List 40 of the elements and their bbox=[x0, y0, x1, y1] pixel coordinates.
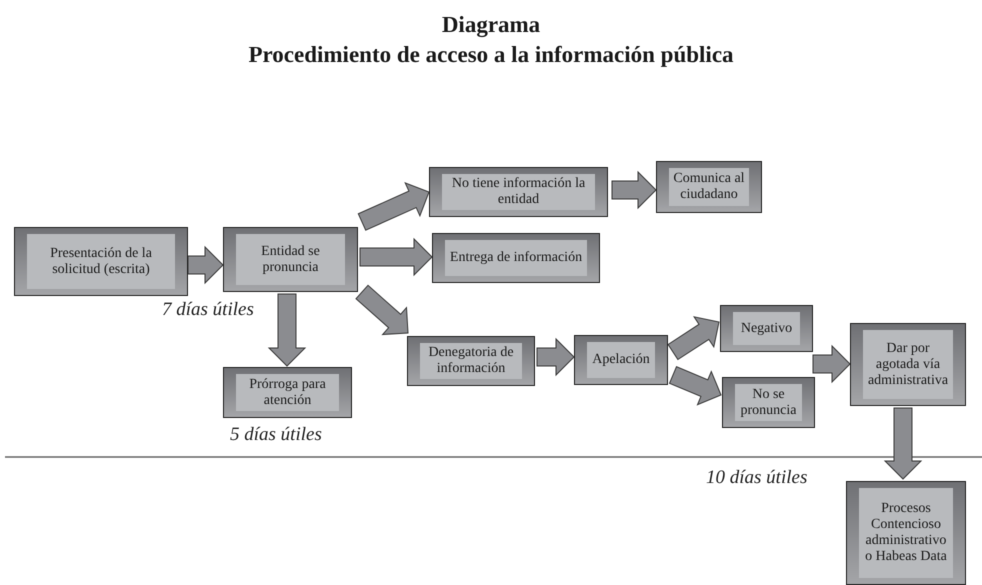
box-label: Prórroga para atención bbox=[248, 376, 327, 408]
block-arrow bbox=[536, 338, 575, 376]
diagram-title: Diagrama bbox=[440, 12, 542, 38]
box-label: Procesos Contencioso administrativo o Habeas Data bbox=[864, 501, 948, 565]
box-label: No se pronuncia bbox=[740, 386, 798, 418]
block-arrow bbox=[268, 294, 306, 367]
block-arrow bbox=[360, 238, 433, 276]
process-box bbox=[407, 336, 535, 386]
block-arrow bbox=[667, 316, 720, 360]
block-arrow bbox=[884, 408, 922, 480]
box-label: Comunica al ciudadano bbox=[673, 171, 745, 203]
process-box bbox=[223, 227, 358, 292]
box-label: Dar por agotada vía administrativa bbox=[867, 340, 949, 388]
duration-label: 10 días útiles bbox=[706, 467, 808, 489]
box-label: Negativo bbox=[740, 320, 792, 336]
box-label: Denegatoria de información bbox=[427, 345, 515, 377]
box-label: Entidad se pronuncia bbox=[260, 244, 321, 276]
box-label: Apelación bbox=[592, 352, 650, 368]
process-box bbox=[846, 481, 966, 585]
box-label: No tiene información la entidad bbox=[450, 176, 586, 208]
process-box bbox=[432, 233, 600, 283]
process-box bbox=[720, 305, 813, 352]
block-arrow bbox=[668, 366, 722, 406]
block-arrow bbox=[355, 284, 409, 336]
box-label: Presentación de la solicitud (escrita) bbox=[49, 246, 153, 278]
block-arrow bbox=[612, 170, 657, 210]
block-arrow bbox=[358, 182, 430, 231]
diagram-subtitle: Procedimiento de acceso a la información pública bbox=[247, 42, 735, 68]
process-box bbox=[656, 161, 762, 213]
process-box bbox=[429, 167, 608, 217]
duration-label: 7 días útiles bbox=[162, 299, 254, 321]
duration-label: 5 días útiles bbox=[230, 424, 322, 446]
process-box bbox=[223, 367, 352, 418]
box-label: Entrega de información bbox=[450, 250, 582, 266]
process-box bbox=[14, 227, 188, 296]
process-box bbox=[574, 335, 668, 385]
block-arrow bbox=[188, 246, 224, 284]
block-arrow bbox=[812, 344, 851, 384]
process-box bbox=[722, 377, 815, 428]
process-box bbox=[850, 323, 966, 406]
